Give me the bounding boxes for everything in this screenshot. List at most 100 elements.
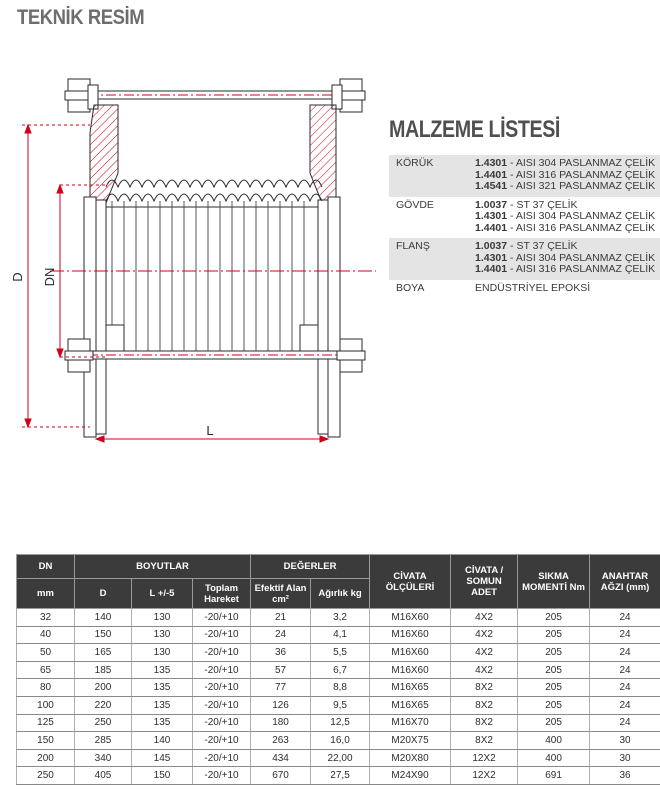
header-toplam-hareket: Toplam Hareket xyxy=(191,578,252,609)
cell-l: 135 xyxy=(131,714,193,733)
cell-sikma-momenti: 400 xyxy=(517,749,591,768)
cell-toplam-hareket: -20/+10 xyxy=(191,643,252,662)
cell-agirlik: 3,2 xyxy=(310,608,371,627)
cell-anahtar-agzi: 24 xyxy=(589,626,660,645)
cell-dn: 50 xyxy=(16,643,75,662)
material-row-flans: FLANŞ 1.0037 - ST 37 ÇELİK 1.4301 - AISI… xyxy=(389,238,660,280)
cell-anahtar-agzi: 24 xyxy=(589,678,660,697)
cell-d: 285 xyxy=(74,731,132,750)
header-anahtar-agzi: ANAHTAR AĞZI (mm) xyxy=(589,554,660,609)
cell-civata-olculeri: M16X60 xyxy=(369,661,452,680)
cell-civata-olculeri: M16X60 xyxy=(369,626,452,645)
cell-civata-olculeri: M24X90 xyxy=(369,766,452,785)
cell-agirlik: 27,5 xyxy=(310,766,371,785)
cell-agirlik: 16,0 xyxy=(310,731,371,750)
cell-anahtar-agzi: 30 xyxy=(589,731,660,750)
material-name: BOYA xyxy=(396,281,425,294)
cell-civata-olculeri: M16X65 xyxy=(369,678,452,697)
cell-l: 150 xyxy=(131,766,193,785)
cell-agirlik: 22,00 xyxy=(310,749,371,768)
header-civata-somun-adet: CİVATA / SOMUN ADET xyxy=(450,554,519,609)
material-code: 1.4401 xyxy=(475,263,508,275)
cell-sikma-momenti: 400 xyxy=(517,731,591,750)
spec-table: DN BOYUTLAR DEĞERLER CİVATA ÖLÇÜLERİ CİV… xyxy=(16,554,660,785)
cell-efektif-alan: 434 xyxy=(250,749,312,768)
header-agirlik: Ağırlık kg xyxy=(310,578,371,609)
cell-toplam-hareket: -20/+10 xyxy=(191,661,252,680)
cell-l: 130 xyxy=(131,608,193,627)
header-l: L +/-5 xyxy=(131,578,193,609)
cell-agirlik: 12,5 xyxy=(310,714,371,733)
material-desc: AISI 316 PASLANMAZ ÇELİK xyxy=(515,221,656,234)
header-degerler: DEĞERLER xyxy=(250,554,371,579)
material-desc: AISI 304 PASLANMAZ ÇELİK xyxy=(515,210,656,222)
cell-toplam-hareket: -20/+10 xyxy=(191,766,252,785)
material-code: 1.4301 xyxy=(475,157,508,169)
cell-efektif-alan: 21 xyxy=(250,608,312,627)
cell-dn: 125 xyxy=(16,714,75,733)
cell-efektif-alan: 180 xyxy=(250,714,312,733)
cell-efektif-alan: 670 xyxy=(250,766,312,785)
material-row-koruk: KÖRÜK 1.4301 - AISI 304 PASLANMAZ ÇELİK … xyxy=(389,155,660,197)
cell-sikma-momenti: 205 xyxy=(517,643,591,662)
cell-civata-olculeri: M16X60 xyxy=(369,643,452,662)
cell-toplam-hareket: -20/+10 xyxy=(191,749,252,768)
material-row-boya: BOYA ENDÜSTRİYEL EPOKSİ xyxy=(389,280,660,299)
cell-anahtar-agzi: 24 xyxy=(589,661,660,680)
material-code: 1.4401 xyxy=(475,221,508,234)
cell-civata-somun-adet: 8X2 xyxy=(450,731,519,750)
cell-dn: 80 xyxy=(16,678,75,697)
material-desc: AISI 316 PASLANMAZ ÇELİK xyxy=(515,168,656,181)
cell-d: 150 xyxy=(74,626,132,645)
cell-efektif-alan: 36 xyxy=(250,643,312,662)
material-code: 1.0037 xyxy=(475,240,508,252)
cell-sikma-momenti: 205 xyxy=(517,696,591,715)
cell-anahtar-agzi: 24 xyxy=(589,608,660,627)
cell-toplam-hareket: -20/+10 xyxy=(191,714,252,733)
header-sikma-momenti: SIKMA MOMENTİ Nm xyxy=(517,554,591,609)
cell-efektif-alan: 263 xyxy=(250,731,312,750)
cell-civata-somun-adet: 4X2 xyxy=(450,626,519,645)
cell-l: 145 xyxy=(131,749,193,768)
header-dn: DN xyxy=(16,554,75,579)
material-desc: ENDÜSTRİYEL EPOKSİ xyxy=(475,281,591,294)
material-code: 1.4541 xyxy=(475,180,508,192)
material-values: 1.0037 - ST 37 ÇELİK 1.4301 - AISI 304 P… xyxy=(475,198,656,234)
cell-toplam-hareket: -20/+10 xyxy=(191,626,252,645)
cell-dn: 250 xyxy=(16,766,75,785)
material-desc: ST 37 ÇELİK xyxy=(516,240,578,252)
cell-agirlik: 6,7 xyxy=(310,661,371,680)
material-code: 1.4301 xyxy=(475,251,508,264)
header-boyutlar: BOYUTLAR xyxy=(73,554,252,579)
cell-d: 165 xyxy=(74,643,132,662)
cell-l: 135 xyxy=(131,696,193,715)
header-mm: mm xyxy=(16,578,75,609)
cell-anahtar-agzi: 24 xyxy=(589,714,660,733)
cell-dn: 32 xyxy=(16,608,75,627)
cell-d: 185 xyxy=(74,661,132,680)
cell-anahtar-agzi: 30 xyxy=(589,749,660,768)
cell-l: 140 xyxy=(131,731,193,750)
technical-drawing: D DN L xyxy=(10,78,376,443)
cell-civata-olculeri: M16X65 xyxy=(369,696,452,715)
cell-civata-somun-adet: 4X2 xyxy=(450,661,519,680)
header-d: D xyxy=(74,578,132,609)
material-name: GÖVDE xyxy=(396,198,434,211)
cell-civata-somun-adet: 4X2 xyxy=(450,643,519,662)
material-values: 1.0037 - ST 37 ÇELİK 1.4301 - AISI 304 P… xyxy=(475,240,656,275)
cell-civata-somun-adet: 12X2 xyxy=(450,749,519,768)
materials-title: MALZEME LİSTESİ xyxy=(389,116,560,143)
material-desc: AISI 304 PASLANMAZ ÇELİK xyxy=(515,157,656,169)
material-desc: AISI 304 PASLANMAZ ÇELİK xyxy=(515,251,656,264)
cell-dn: 40 xyxy=(16,626,75,645)
cell-agirlik: 4,1 xyxy=(310,626,371,645)
cell-agirlik: 8,8 xyxy=(310,678,371,697)
material-name: FLANŞ xyxy=(396,240,430,252)
cell-dn: 100 xyxy=(16,696,75,715)
cell-anahtar-agzi: 36 xyxy=(589,766,660,785)
